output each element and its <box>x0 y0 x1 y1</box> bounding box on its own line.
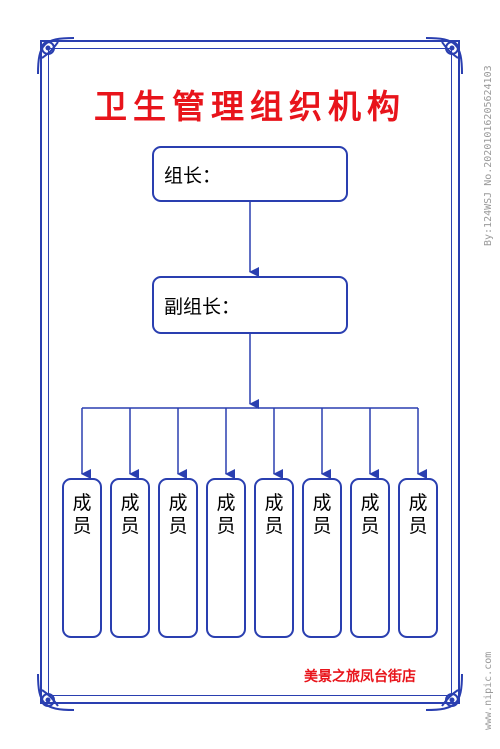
member-label: 成员 <box>408 492 428 537</box>
member-box: 成员 <box>62 478 102 638</box>
outer-border <box>40 40 460 704</box>
corner-ornament-top-right <box>425 37 463 75</box>
watermark-id: By:124WSJ No.20201016205624103 <box>483 65 494 246</box>
deputy-leader-box: 副组长： <box>152 276 348 334</box>
member-label: 成员 <box>72 492 92 537</box>
member-label: 成员 <box>216 492 236 537</box>
member-box: 成员 <box>206 478 246 638</box>
corner-ornament-top-left <box>37 37 75 75</box>
inner-border <box>48 48 452 696</box>
member-label: 成员 <box>120 492 140 537</box>
member-label: 成员 <box>360 492 380 537</box>
signature-text: 美景之旅凤台街店 <box>304 669 416 685</box>
watermark-site: www.nipic.com <box>483 652 494 730</box>
member-box: 成员 <box>110 478 150 638</box>
svg-text:www.nipic.com: www.nipic.com <box>483 652 494 730</box>
member-box: 成员 <box>302 478 342 638</box>
corner-ornament-bottom-right <box>425 673 463 711</box>
svg-text:By:124WSJ No.20201016205624103: By:124WSJ No.20201016205624103 <box>483 65 494 246</box>
leader-box: 组长： <box>152 146 348 202</box>
member-label: 成员 <box>312 492 332 537</box>
page-title: 卫生管理组织机构 <box>94 87 406 126</box>
member-box: 成员 <box>350 478 390 638</box>
member-label: 成员 <box>264 492 284 537</box>
member-label: 成员 <box>168 492 188 537</box>
member-box: 成员 <box>254 478 294 638</box>
member-box: 成员 <box>158 478 198 638</box>
leader-label: 组长： <box>164 164 222 187</box>
deputy-leader-label: 副组长： <box>164 295 241 318</box>
member-box: 成员 <box>398 478 438 638</box>
corner-ornament-bottom-left <box>37 673 75 711</box>
